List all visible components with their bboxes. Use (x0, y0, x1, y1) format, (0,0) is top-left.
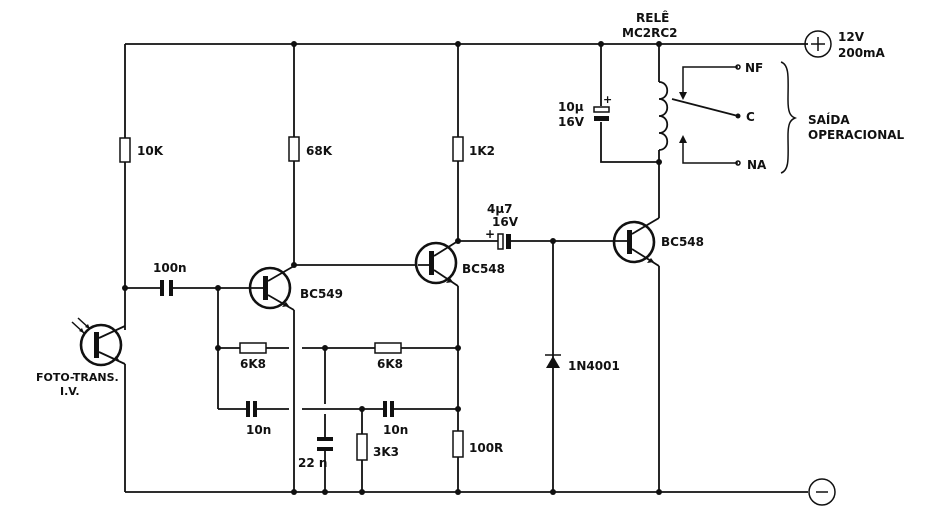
supply-current-label: 200mA (838, 46, 886, 60)
negative-terminal (808, 478, 836, 506)
relay-model: MC2RC2 (622, 26, 678, 40)
resistor-100r-label: 100R (469, 441, 503, 455)
relay-coil (658, 81, 669, 151)
capacitor-10u-polarity: + (603, 93, 612, 106)
relay-contacts (671, 64, 741, 166)
capacitor-100n-label: 100n (153, 261, 187, 275)
capacitor-10n-b (383, 401, 394, 417)
transistor-bc548-q2 (414, 240, 459, 287)
capacitor-10u-voltage: 16V (558, 115, 585, 129)
capacitor-100n (160, 280, 173, 296)
transistor-bc548-q3 (608, 217, 660, 267)
diode-1n4001 (545, 354, 561, 368)
positive-terminal (804, 30, 832, 58)
contact-nf-terminal (735, 64, 741, 70)
resistor-1k2-label: 1K2 (469, 144, 495, 158)
transistor-bc549 (248, 265, 295, 311)
resistor-100r (452, 430, 464, 458)
contact-nf-label: NF (745, 61, 763, 75)
resistor-10k (119, 137, 131, 163)
contact-na-label: NA (747, 158, 767, 172)
transistor-bc549-label: BC549 (300, 287, 343, 301)
resistor-1k2 (452, 136, 464, 162)
contact-c-terminal (735, 113, 741, 119)
transistor-bc548-q3-label: BC548 (661, 235, 704, 249)
plus-icon (811, 37, 825, 51)
phototransistor-label: FOTO-TRANS. (36, 371, 119, 384)
capacitor-4u7 (497, 233, 511, 250)
resistor-6k8-a-label: 6K8 (240, 357, 266, 371)
capacitor-4u7-polarity: + (485, 227, 495, 241)
relay-label: RELÊ (636, 10, 669, 25)
resistor-68k (288, 136, 300, 162)
capacitor-4u7-label: 4µ7 (487, 202, 513, 216)
capacitor-10u-label: 10µ (558, 100, 584, 114)
capacitor-10n-a (246, 401, 257, 417)
contact-na-terminal (735, 160, 741, 166)
phototransistor-label-2: I.V. (60, 385, 80, 398)
capacitor-22n-label: 22 n (298, 456, 327, 470)
supply-voltage-label: 12V (838, 30, 865, 44)
capacitor-10n-b-label: 10n (383, 423, 408, 437)
diode-1n4001-label: 1N4001 (568, 359, 620, 373)
capacitor-4u7-voltage: 16V (492, 215, 519, 229)
output-label-line1: SAÍDA (808, 112, 850, 127)
phototransistor (71, 317, 126, 367)
output-label-line2: OPERACIONAL (808, 128, 905, 142)
capacitor-22n (317, 437, 333, 451)
capacitor-10n-a-label: 10n (246, 423, 271, 437)
resistor-3k3-label: 3K3 (373, 445, 399, 459)
transistor-bc548-q2-label: BC548 (462, 262, 505, 276)
contact-c-label: C (746, 110, 755, 124)
resistor-10k-label: 10K (137, 144, 164, 158)
resistor-6k8-b-label: 6K8 (377, 357, 403, 371)
output-brace (780, 61, 798, 174)
capacitor-10u (593, 106, 610, 121)
resistor-6k8-a (239, 342, 267, 354)
resistor-6k8-b (374, 342, 402, 354)
resistor-3k3 (356, 433, 368, 461)
resistor-68k-label: 68K (306, 144, 333, 158)
